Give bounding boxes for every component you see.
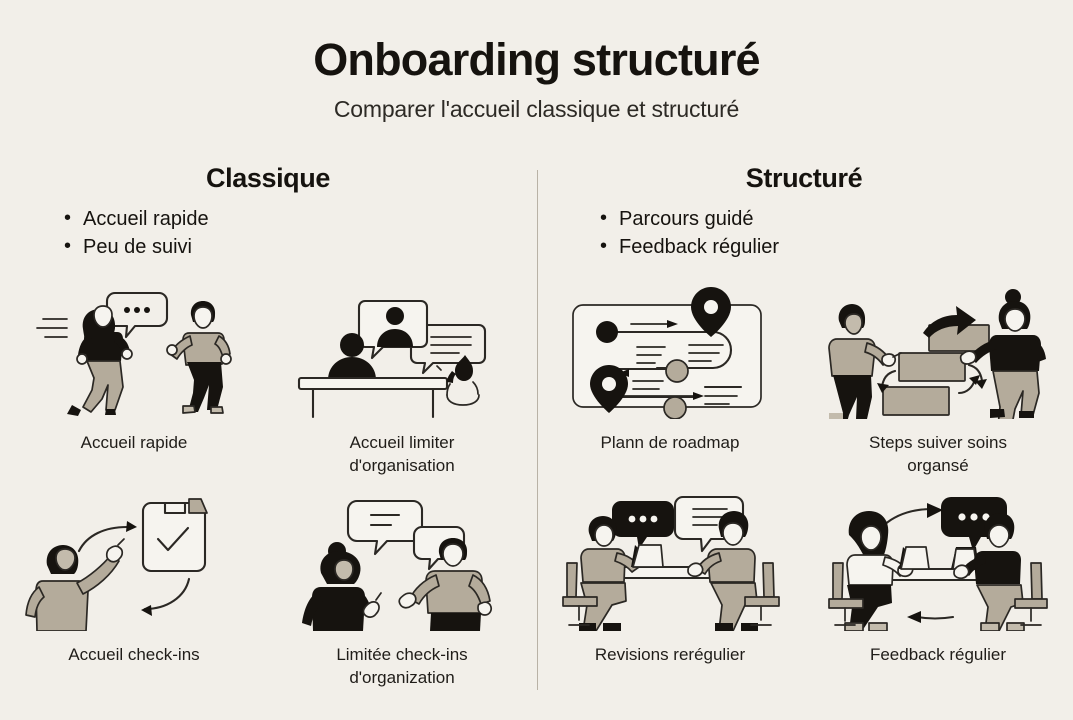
column-divider <box>537 170 538 690</box>
column-heading-structure: Structuré <box>745 163 863 193</box>
steps-stairs-icon <box>828 289 1046 420</box>
column-heading-classique: Classique <box>206 163 330 193</box>
card-accueil-checkins: Accueil check-ins <box>0 495 268 689</box>
card-plann-roadmap: Plann de roadmap <box>536 283 804 477</box>
card-caption: Plann de roadmap <box>600 433 740 453</box>
bullet-item: Peu de suivi <box>64 233 536 262</box>
card-caption: Steps suiver soins organsé <box>869 433 1007 475</box>
page-subtitle: Comparer l'accueil classique et structur… <box>333 95 740 122</box>
illustration-grid-structure: Plann de roadmap <box>536 283 1072 666</box>
desk-video-call-icon <box>297 300 487 419</box>
bullet-list-structure: Parcours guidé Feedback régulier <box>600 205 1072 262</box>
comparison-columns: Classique Accueil rapide Peu de suivi <box>0 163 1073 689</box>
bullet-item: Feedback régulier <box>600 233 1072 262</box>
column-classique: Classique Accueil rapide Peu de suivi <box>0 163 536 689</box>
two-people-greeting-icon <box>36 292 232 417</box>
card-caption: Accueil limiter d'organisation <box>349 433 455 475</box>
header: Onboarding structuré Comparer l'accueil … <box>0 0 1073 123</box>
card-steps-suiver: Steps suiver soins organsé <box>804 283 1072 477</box>
bullet-item: Accueil rapide <box>64 205 536 234</box>
card-caption: Accueil rapide <box>80 433 188 453</box>
card-accueil-limiter: Accueil limiter d'organisation <box>268 283 536 477</box>
roadmap-board-icon <box>572 287 762 420</box>
card-feedback-regulier: Feedback régulier <box>804 495 1072 666</box>
two-people-talking-icon <box>302 500 493 632</box>
card-limitee-checkins: Limitée check-ins d'organization <box>268 495 536 689</box>
card-caption: Limitée check-ins d'organization <box>336 645 468 687</box>
card-caption: Feedback régulier <box>869 645 1007 665</box>
illustration-grid-classique: Accueil rapide <box>0 283 536 689</box>
meeting-laptop-icon <box>562 496 780 632</box>
card-accueil-rapide: Accueil rapide <box>0 283 268 477</box>
column-structure: Structuré Parcours guidé Feedback réguli… <box>536 163 1072 689</box>
feedback-loop-meeting-icon <box>828 497 1048 632</box>
card-revisions-regulier: Revisions rerégulier <box>536 495 804 666</box>
card-caption: Revisions rerégulier <box>594 645 746 665</box>
page-title: Onboarding structuré <box>313 34 760 85</box>
card-caption: Accueil check-ins <box>68 645 200 665</box>
person-checklist-icon <box>25 498 208 632</box>
bullet-list-classique: Accueil rapide Peu de suivi <box>64 205 536 262</box>
bullet-item: Parcours guidé <box>600 205 1072 234</box>
